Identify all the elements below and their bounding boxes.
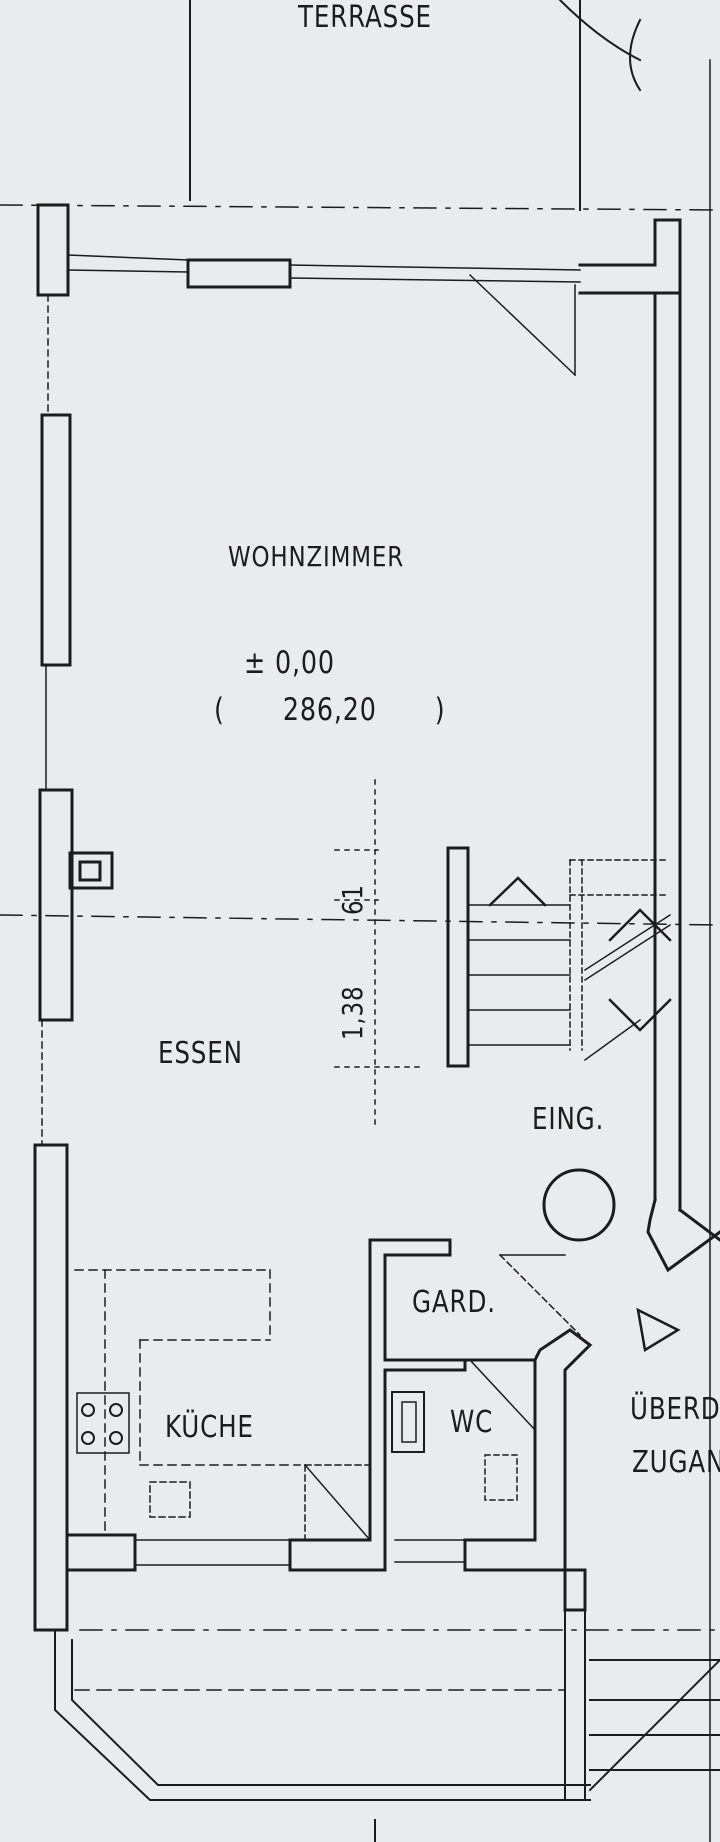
- room-label-garderobe: GARD.: [412, 1285, 496, 1320]
- bottom-wall: [54, 1609, 720, 1842]
- room-label-eingang: EING.: [532, 1102, 605, 1137]
- room-label-zugang: ZUGAN: [632, 1445, 720, 1480]
- level-absolute: ( 286,20 ): [214, 692, 446, 728]
- column-circle: [542, 1168, 616, 1242]
- room-label-wc: WC: [450, 1405, 494, 1440]
- left-wall: [33, 203, 114, 1632]
- room-label-ueberdacht: ÜBERD: [630, 1392, 720, 1427]
- dimension-line: [334, 779, 421, 1131]
- axis-lines: [0, 204, 720, 1631]
- room-label-terrasse: TERRASSE: [298, 0, 432, 35]
- top-wall: [67, 218, 682, 1212]
- kitchen-area: [65, 1269, 372, 1572]
- room-label-kueche: KÜCHE: [165, 1410, 254, 1445]
- staircase: [446, 846, 672, 1068]
- level-height: ± 0,00: [244, 645, 335, 681]
- dimension-1-38: 1,38: [336, 985, 369, 1040]
- terrace-area: [189, 0, 642, 211]
- wc-area: [391, 1358, 537, 1563]
- room-label-essen: ESSEN: [158, 1036, 243, 1071]
- right-wall: [646, 59, 720, 1842]
- entrance-triangle: [636, 1307, 681, 1353]
- dimension-61: 61: [336, 884, 369, 915]
- room-label-wohnzimmer: WOHNZIMMER: [228, 540, 405, 573]
